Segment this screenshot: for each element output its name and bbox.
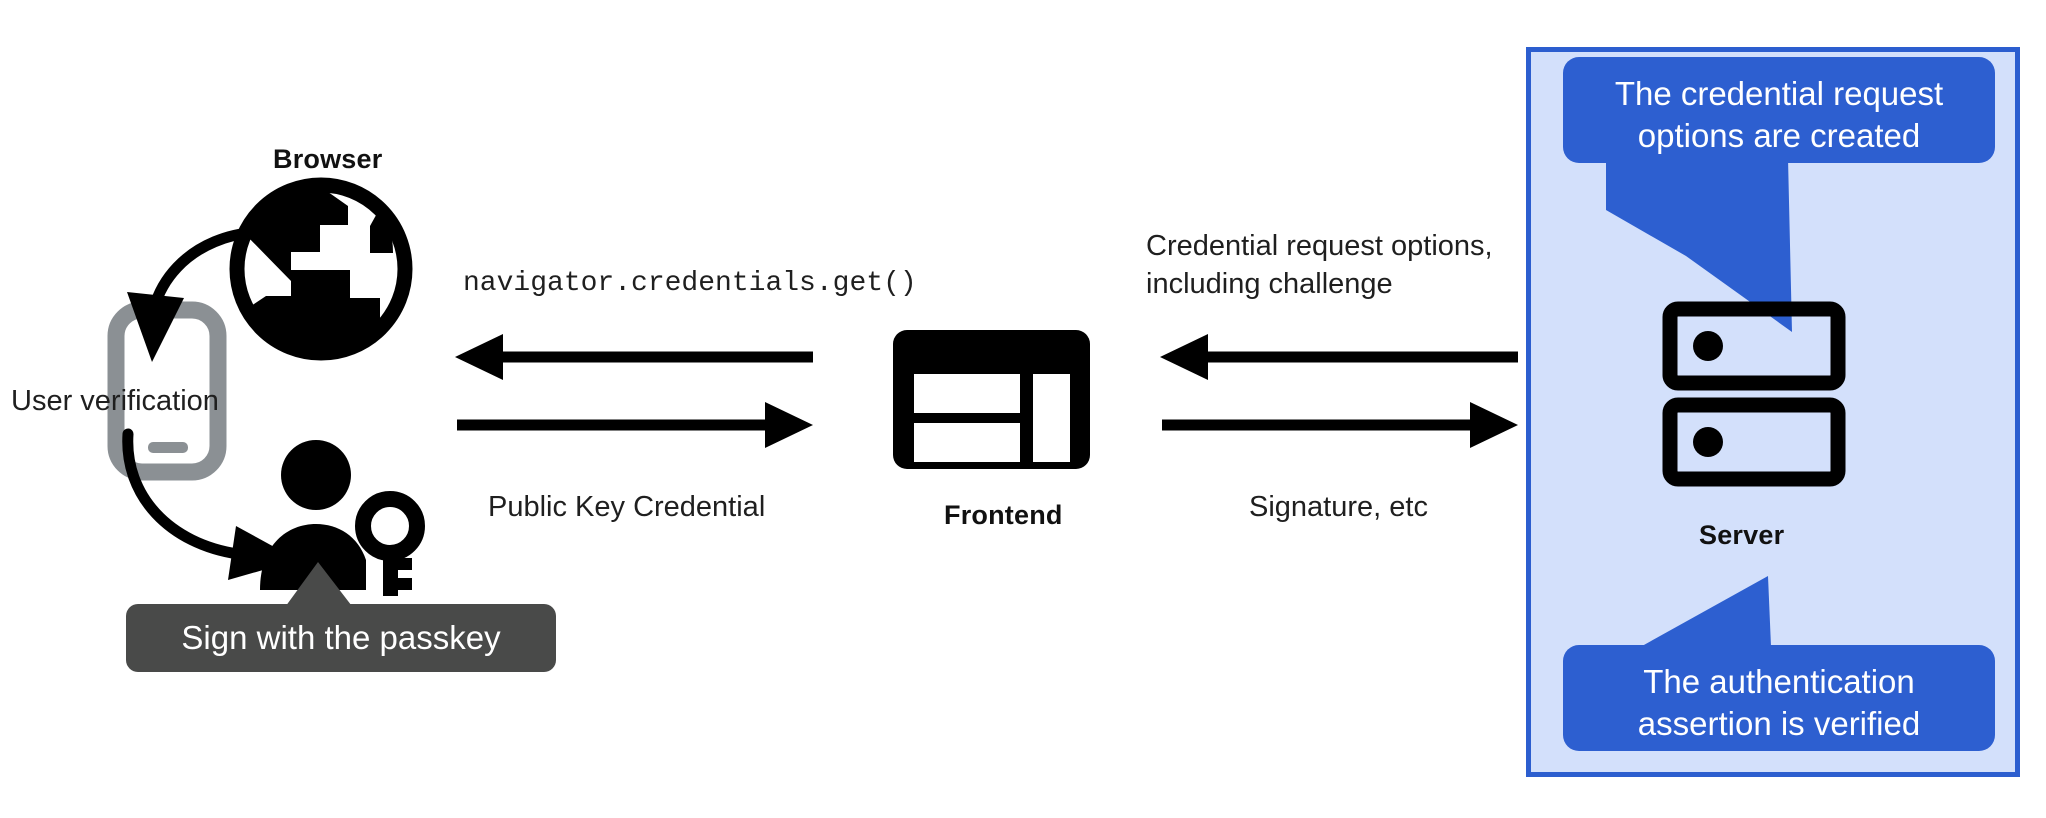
server-label: Server xyxy=(1699,520,1785,550)
user-verification-label: User verification xyxy=(11,385,219,417)
credential-options-callout-tail xyxy=(1606,158,1792,332)
frontend-label: Frontend xyxy=(944,500,1063,530)
arrow-frontend-to-browser xyxy=(455,334,813,380)
public-key-credential-label: Public Key Credential xyxy=(488,491,766,523)
server-rack-icon xyxy=(1662,301,1846,487)
arrow-browser-to-frontend xyxy=(457,402,813,448)
arrow-frontend-to-server xyxy=(1162,402,1518,448)
passkey-callout: Sign with the passkey xyxy=(126,604,556,672)
arrow-phone-to-user xyxy=(122,428,298,580)
browser-label: Browser xyxy=(273,144,383,174)
signature-etc-label: Signature, etc xyxy=(1249,491,1428,523)
globe-icon xyxy=(229,177,413,361)
credential-options-callout: The credential request options are creat… xyxy=(1563,57,1995,163)
passkey-callout-tail xyxy=(280,562,358,614)
arrow-server-to-frontend xyxy=(1160,334,1518,380)
assertion-verified-callout: The authentication assertion is verified xyxy=(1563,645,1995,751)
credential-request-options-label: Credential request options, including ch… xyxy=(1146,230,1493,300)
user-with-key-icon xyxy=(260,440,425,596)
navigator-credentials-get-label: navigator.credentials.get() xyxy=(463,268,917,299)
arrow-browser-to-phone xyxy=(127,226,309,362)
webpage-layout-icon xyxy=(893,330,1090,469)
